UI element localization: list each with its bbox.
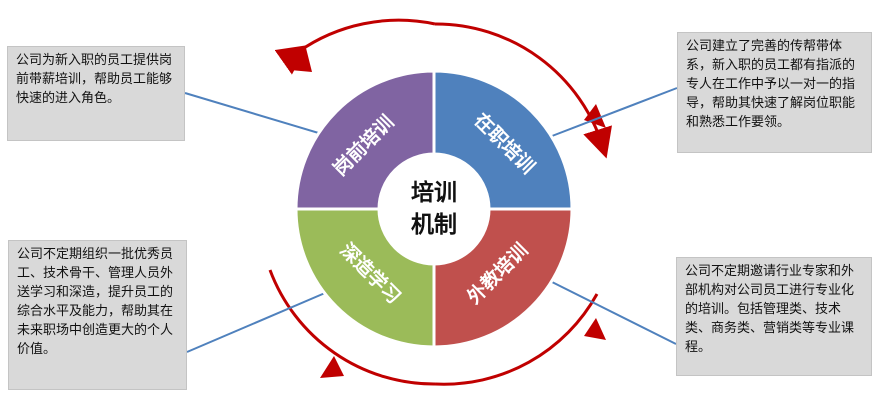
center-label-line2: 机制 xyxy=(411,211,457,238)
donut-chart xyxy=(294,69,574,349)
cycle-arrow-bottom-left xyxy=(268,269,436,386)
segment-bottom-right xyxy=(432,207,574,349)
connector-bottom-left xyxy=(186,289,333,353)
cycle-arrow-top-left xyxy=(274,18,436,75)
cycle-ring xyxy=(268,18,612,386)
center-circle xyxy=(381,156,487,262)
segment-top-right xyxy=(432,69,574,211)
segment-top-left xyxy=(294,69,436,211)
cycle-arrow-bottom-right xyxy=(434,293,599,386)
callout-further-study: 公司不定期组织一批优秀员工、技术骨干、管理人员外送学习和深造，提升员工的综合水平… xyxy=(8,240,187,390)
callout-external-training: 公司不定期邀请行业专家和外部机构对公司员工进行专业化的培训。包括管理类、技术类、… xyxy=(676,257,872,376)
cycle-arrowhead-left-up xyxy=(320,356,344,378)
connector-top-left xyxy=(184,92,343,141)
segment-bottom-left xyxy=(294,207,436,349)
connectors xyxy=(184,87,678,353)
center-label-line1: 培训 xyxy=(411,179,457,206)
callout-on-job-training: 公司建立了完善的传帮带体系，新入职的员工都有指派的专人在工作中予以一对一的指导，… xyxy=(677,32,872,153)
connector-bottom-right xyxy=(551,281,677,345)
connector-top-right xyxy=(551,87,678,137)
cycle-arrowhead-right-down xyxy=(584,318,606,340)
cycle-arrowhead-top-left xyxy=(290,48,312,72)
callout-pre-job-training: 公司为新入职的员工提供岗前带薪培训，帮助员工能够快速的进入角色。 xyxy=(7,46,185,141)
